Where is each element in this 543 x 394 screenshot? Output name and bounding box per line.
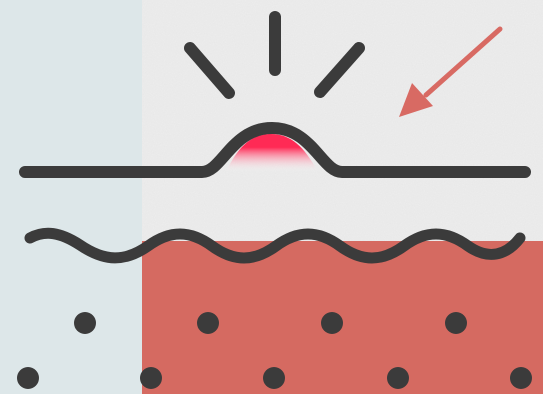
left-panel [0, 0, 142, 394]
dot [445, 312, 467, 334]
dot [197, 312, 219, 334]
dot [140, 367, 162, 389]
dot [510, 367, 532, 389]
dot [74, 312, 96, 334]
dot [263, 367, 285, 389]
dot [321, 312, 343, 334]
dot [17, 367, 39, 389]
dot [387, 367, 409, 389]
